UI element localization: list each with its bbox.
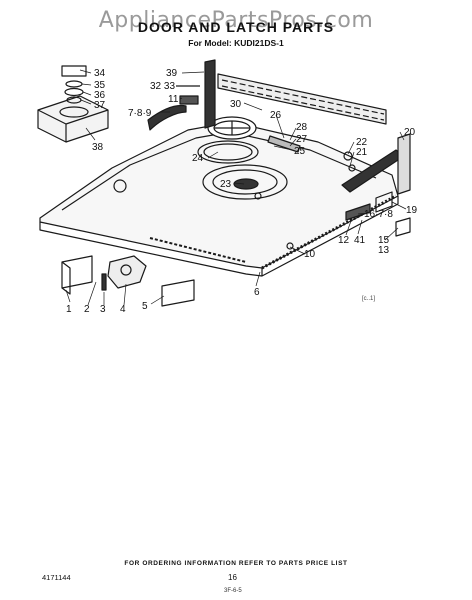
dispenser-cup bbox=[207, 116, 257, 140]
plate-5 bbox=[161, 279, 195, 307]
callout-4: 4 bbox=[120, 304, 126, 315]
callout-16-7-8: 16·7·8 bbox=[364, 209, 393, 220]
top-frame bbox=[204, 59, 387, 129]
callout-28: 28 bbox=[296, 122, 308, 133]
left-strip bbox=[147, 104, 187, 131]
callout-11: 11 bbox=[168, 94, 179, 105]
callout-21: 21 bbox=[356, 147, 368, 158]
callout-41: 41 bbox=[354, 235, 366, 246]
gasket-ring bbox=[197, 140, 259, 164]
model-label: For Model: KUDI21DS-1 bbox=[188, 38, 284, 48]
callout-20: 20 bbox=[404, 127, 416, 138]
callout-36: 36 bbox=[94, 90, 106, 101]
callout-10: 10 bbox=[304, 249, 316, 260]
callout-19: 19 bbox=[406, 205, 418, 216]
callout-35: 35 bbox=[94, 80, 106, 91]
watermark: AppliancePartsPros.com bbox=[98, 8, 374, 33]
callout-1: 1 bbox=[66, 304, 72, 315]
callout-12: 12 bbox=[338, 235, 350, 246]
dispenser-recess bbox=[202, 164, 288, 200]
callout-37: 37 bbox=[94, 100, 106, 111]
callout-3: 3 bbox=[100, 304, 106, 315]
callout-24: 24 bbox=[192, 153, 204, 164]
callout-22: 22 bbox=[356, 137, 368, 148]
vent-assembly bbox=[37, 65, 109, 143]
callout-2: 2 bbox=[84, 304, 90, 315]
bracket-1 bbox=[61, 255, 93, 295]
latch-switch-4 bbox=[107, 255, 147, 289]
callout-13: 13 bbox=[378, 245, 390, 256]
page-number: 16 bbox=[228, 573, 237, 582]
callout-30: 30 bbox=[230, 99, 242, 110]
print-code: 3F-6-5 bbox=[224, 588, 242, 594]
part-number: 4171144 bbox=[42, 573, 71, 582]
callout-34: 34 bbox=[94, 68, 106, 79]
callout-39: 39 bbox=[166, 68, 178, 79]
figure-tag: [c..1] bbox=[362, 296, 376, 302]
callout-26: 26 bbox=[270, 110, 282, 121]
screw-3 bbox=[101, 273, 107, 291]
ordering-note: FOR ORDERING INFORMATION REFER TO PARTS … bbox=[124, 560, 348, 567]
callout-15: 15 bbox=[378, 235, 390, 246]
latch-parts bbox=[343, 133, 411, 237]
callout-38: 38 bbox=[92, 142, 104, 153]
callout-23: 23 bbox=[220, 179, 232, 190]
callout-5: 5 bbox=[142, 301, 148, 312]
callout-7-8-9: 7·8·9 bbox=[128, 108, 152, 119]
callout-27: 27 bbox=[296, 134, 308, 145]
callout-25: 25 bbox=[294, 146, 306, 157]
callout-32-33: 32 33 bbox=[150, 81, 175, 92]
clip bbox=[179, 95, 199, 105]
page-title: DOOR AND LATCH PARTS bbox=[137, 19, 335, 35]
callout-6: 6 bbox=[254, 287, 260, 298]
